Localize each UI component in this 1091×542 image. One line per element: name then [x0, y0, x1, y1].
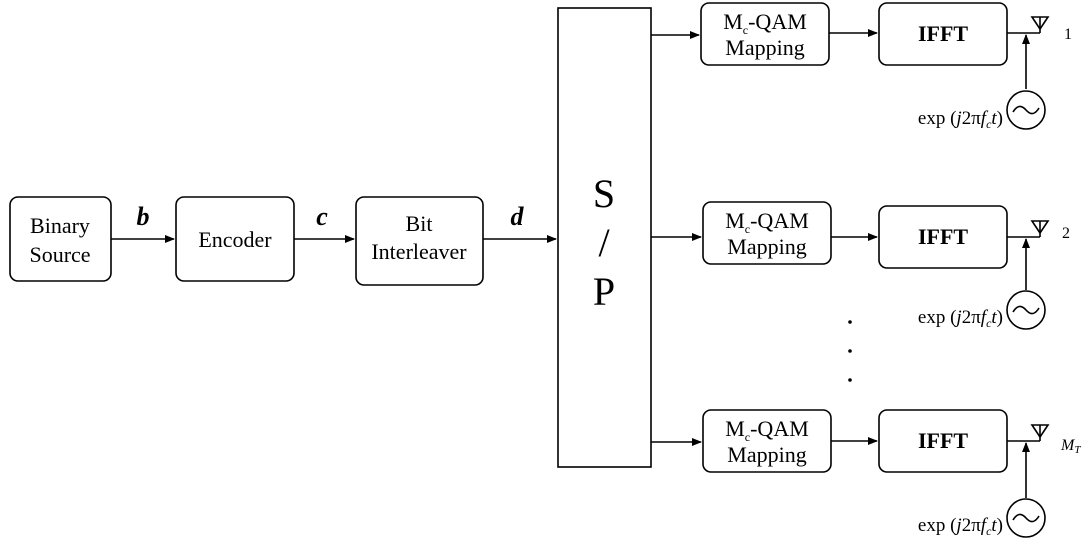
qam-mapping-1-line1: Mc-QAM — [723, 9, 807, 37]
branch-mt: Mc-QAM Mapping IFFT MT exp (j2πfct) — [651, 409, 1081, 538]
serial-to-parallel-block: S / P — [557, 7, 652, 468]
binary-source-block: Binary Source — [9, 196, 112, 282]
branch-2: Mc-QAM Mapping IFFT 2 exp (j2πfct) — [651, 201, 1070, 330]
binary-source-label-line1: Binary — [30, 213, 90, 238]
antenna-2-label: 2 — [1062, 225, 1070, 242]
oscillator-icon — [1006, 90, 1046, 130]
sp-label-s: S — [593, 171, 615, 216]
qam-mapping-block-2 — [702, 201, 832, 265]
qam-mapping-block-1 — [700, 2, 830, 66]
branch-ellipsis — [848, 320, 852, 382]
qam-mapping-2-line1: Mc-QAM — [725, 208, 809, 236]
antenna-mt-label: MT — [1060, 437, 1081, 456]
qam-mapping-1-line2: Mapping — [725, 35, 804, 60]
binary-source-label-line2: Source — [29, 242, 90, 267]
sp-label-slash: / — [598, 220, 610, 265]
ifft-mt-label: IFFT — [918, 428, 968, 453]
qam-mapping-2-line2: Mapping — [727, 234, 806, 259]
oscillator-1-label: exp (j2πfct) — [918, 108, 1003, 131]
signal-b-label: b — [137, 202, 150, 231]
oscillator-2-label: exp (j2πfct) — [918, 307, 1003, 330]
antenna-icon — [1030, 424, 1050, 441]
antenna-icon — [1030, 220, 1050, 237]
bit-interleaver-block: Bit Interleaver — [355, 196, 484, 286]
qam-mapping-mt-line2: Mapping — [727, 442, 806, 467]
antenna-icon — [1030, 16, 1050, 33]
bit-interleaver-label-line1: Bit — [406, 211, 433, 236]
ifft-1-label: IFFT — [918, 21, 968, 46]
branch-1: Mc-QAM Mapping IFFT 1 exp (j2πfct) — [651, 2, 1072, 131]
qam-mapping-mt-line1: Mc-QAM — [725, 416, 809, 444]
bit-interleaver-label-line2: Interleaver — [371, 239, 467, 264]
signal-c-label: c — [316, 202, 328, 231]
ifft-2-label: IFFT — [918, 224, 968, 249]
oscillator-mt-label: exp (j2πfct) — [918, 515, 1003, 538]
encoder-label: Encoder — [198, 227, 272, 252]
ifft-block-1 — [878, 2, 1008, 66]
encoder-block: Encoder — [175, 196, 295, 282]
oscillator-icon — [1006, 498, 1046, 538]
antenna-1-label: 1 — [1064, 26, 1072, 43]
signal-d-label: d — [511, 202, 525, 231]
sp-label-p: P — [593, 269, 615, 314]
oscillator-icon — [1006, 290, 1046, 330]
